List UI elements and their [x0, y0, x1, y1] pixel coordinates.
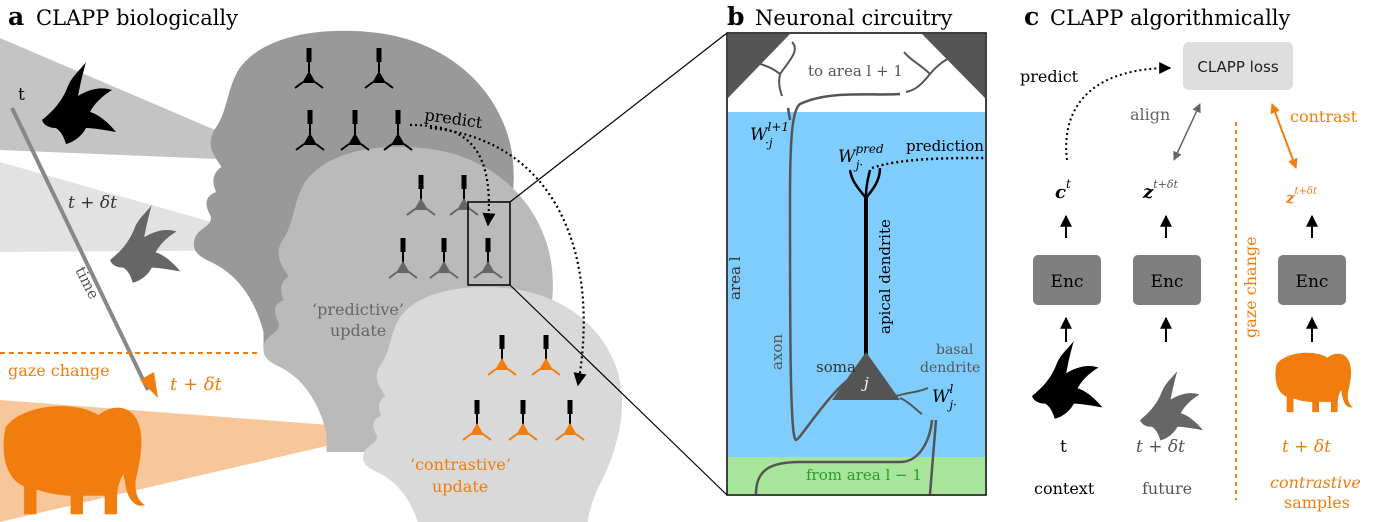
- enc-box-contrastive: [1278, 255, 1346, 305]
- axon-path: [788, 92, 901, 442]
- time-arrow: [10, 107, 150, 391]
- enc-label-3: Enc: [1296, 272, 1329, 292]
- panel-c: c CLAPP algorithmically CLAPP loss predi…: [1020, 2, 1361, 512]
- w-top: Wl+1·j: [750, 120, 789, 150]
- enc-box-future: [1133, 255, 1201, 305]
- align-label: align: [1130, 105, 1170, 124]
- basal-2: dendrite: [920, 360, 980, 376]
- panel-c-title: CLAPP algorithmically: [1050, 6, 1290, 30]
- prediction-label: prediction: [906, 137, 984, 155]
- contrast-arrow: [1270, 103, 1298, 169]
- to-area-label: to area l + 1: [808, 62, 903, 80]
- context-label: context: [1034, 479, 1095, 498]
- contrastive-update-1: ‘contrastive’: [410, 455, 511, 474]
- gaze-change-c: gaze change: [1241, 236, 1260, 338]
- context-bird: [1032, 340, 1103, 419]
- predict-c-label: predict: [1020, 67, 1079, 86]
- predictive-update-2: update: [330, 321, 386, 340]
- enc-label-1: Enc: [1051, 272, 1084, 292]
- apical-label: apical dendrite: [876, 219, 894, 334]
- t-delta-contrastive: t + δt: [1282, 437, 1331, 457]
- enc-label-2: Enc: [1151, 272, 1184, 292]
- align-arrow: [1173, 103, 1201, 161]
- clapp-loss-label: CLAPP loss: [1197, 58, 1278, 76]
- soma-label: soma: [816, 358, 856, 376]
- panel-b-letter: b: [727, 2, 744, 31]
- panel-b: b Neuronal circuitry to area l + 1 Wl+1·…: [726, 2, 987, 496]
- panel-a-title: CLAPP biologically: [36, 6, 238, 30]
- soma: [832, 352, 900, 400]
- future-label: future: [1142, 479, 1192, 498]
- contrastive-update-2: update: [432, 477, 488, 496]
- t-delta-label: t + δt: [68, 193, 117, 213]
- t-label: t: [18, 85, 25, 105]
- contrast-label: contrast: [1290, 107, 1358, 126]
- elephant-orange: [3, 406, 145, 515]
- c-t: ct: [1055, 177, 1071, 203]
- gaze-change-label: gaze change: [8, 361, 110, 380]
- panel-c-letter: c: [1024, 2, 1039, 31]
- predict-c-arrow: [1065, 62, 1172, 161]
- prediction-line: [871, 156, 986, 170]
- enc-box-context: [1033, 255, 1101, 305]
- axon-label: axon: [768, 334, 786, 370]
- time-label: time: [71, 264, 102, 303]
- t-delta-future: t + δt: [1136, 437, 1185, 457]
- soma-j: j: [861, 374, 869, 392]
- future-bird: [1140, 370, 1203, 441]
- panel-a: a CLAPP biologically t t + δt time gaze …: [0, 2, 728, 522]
- samples-label: samples: [1284, 493, 1350, 512]
- contrastive-label: contrastive: [1270, 473, 1361, 492]
- t-delta-orange: t + δt: [170, 374, 223, 395]
- time-arrow-head: [140, 372, 158, 398]
- basal-1: basal: [936, 342, 974, 358]
- t-context: t: [1060, 437, 1067, 457]
- clapp-loss-box: [1183, 42, 1293, 90]
- panel-a-letter: a: [8, 2, 24, 31]
- contrastive-elephant: [1275, 352, 1353, 413]
- panel-b-title: Neuronal circuitry: [755, 6, 952, 30]
- z-future: zt+δt: [1142, 178, 1178, 203]
- from-area-label: from area l − 1: [806, 466, 922, 484]
- predictive-update-1: ‘predictive’: [312, 300, 404, 319]
- zoom-box: [467, 201, 511, 286]
- z-contrastive: zt+δt: [1285, 186, 1318, 207]
- area-l-label: area l: [726, 256, 744, 300]
